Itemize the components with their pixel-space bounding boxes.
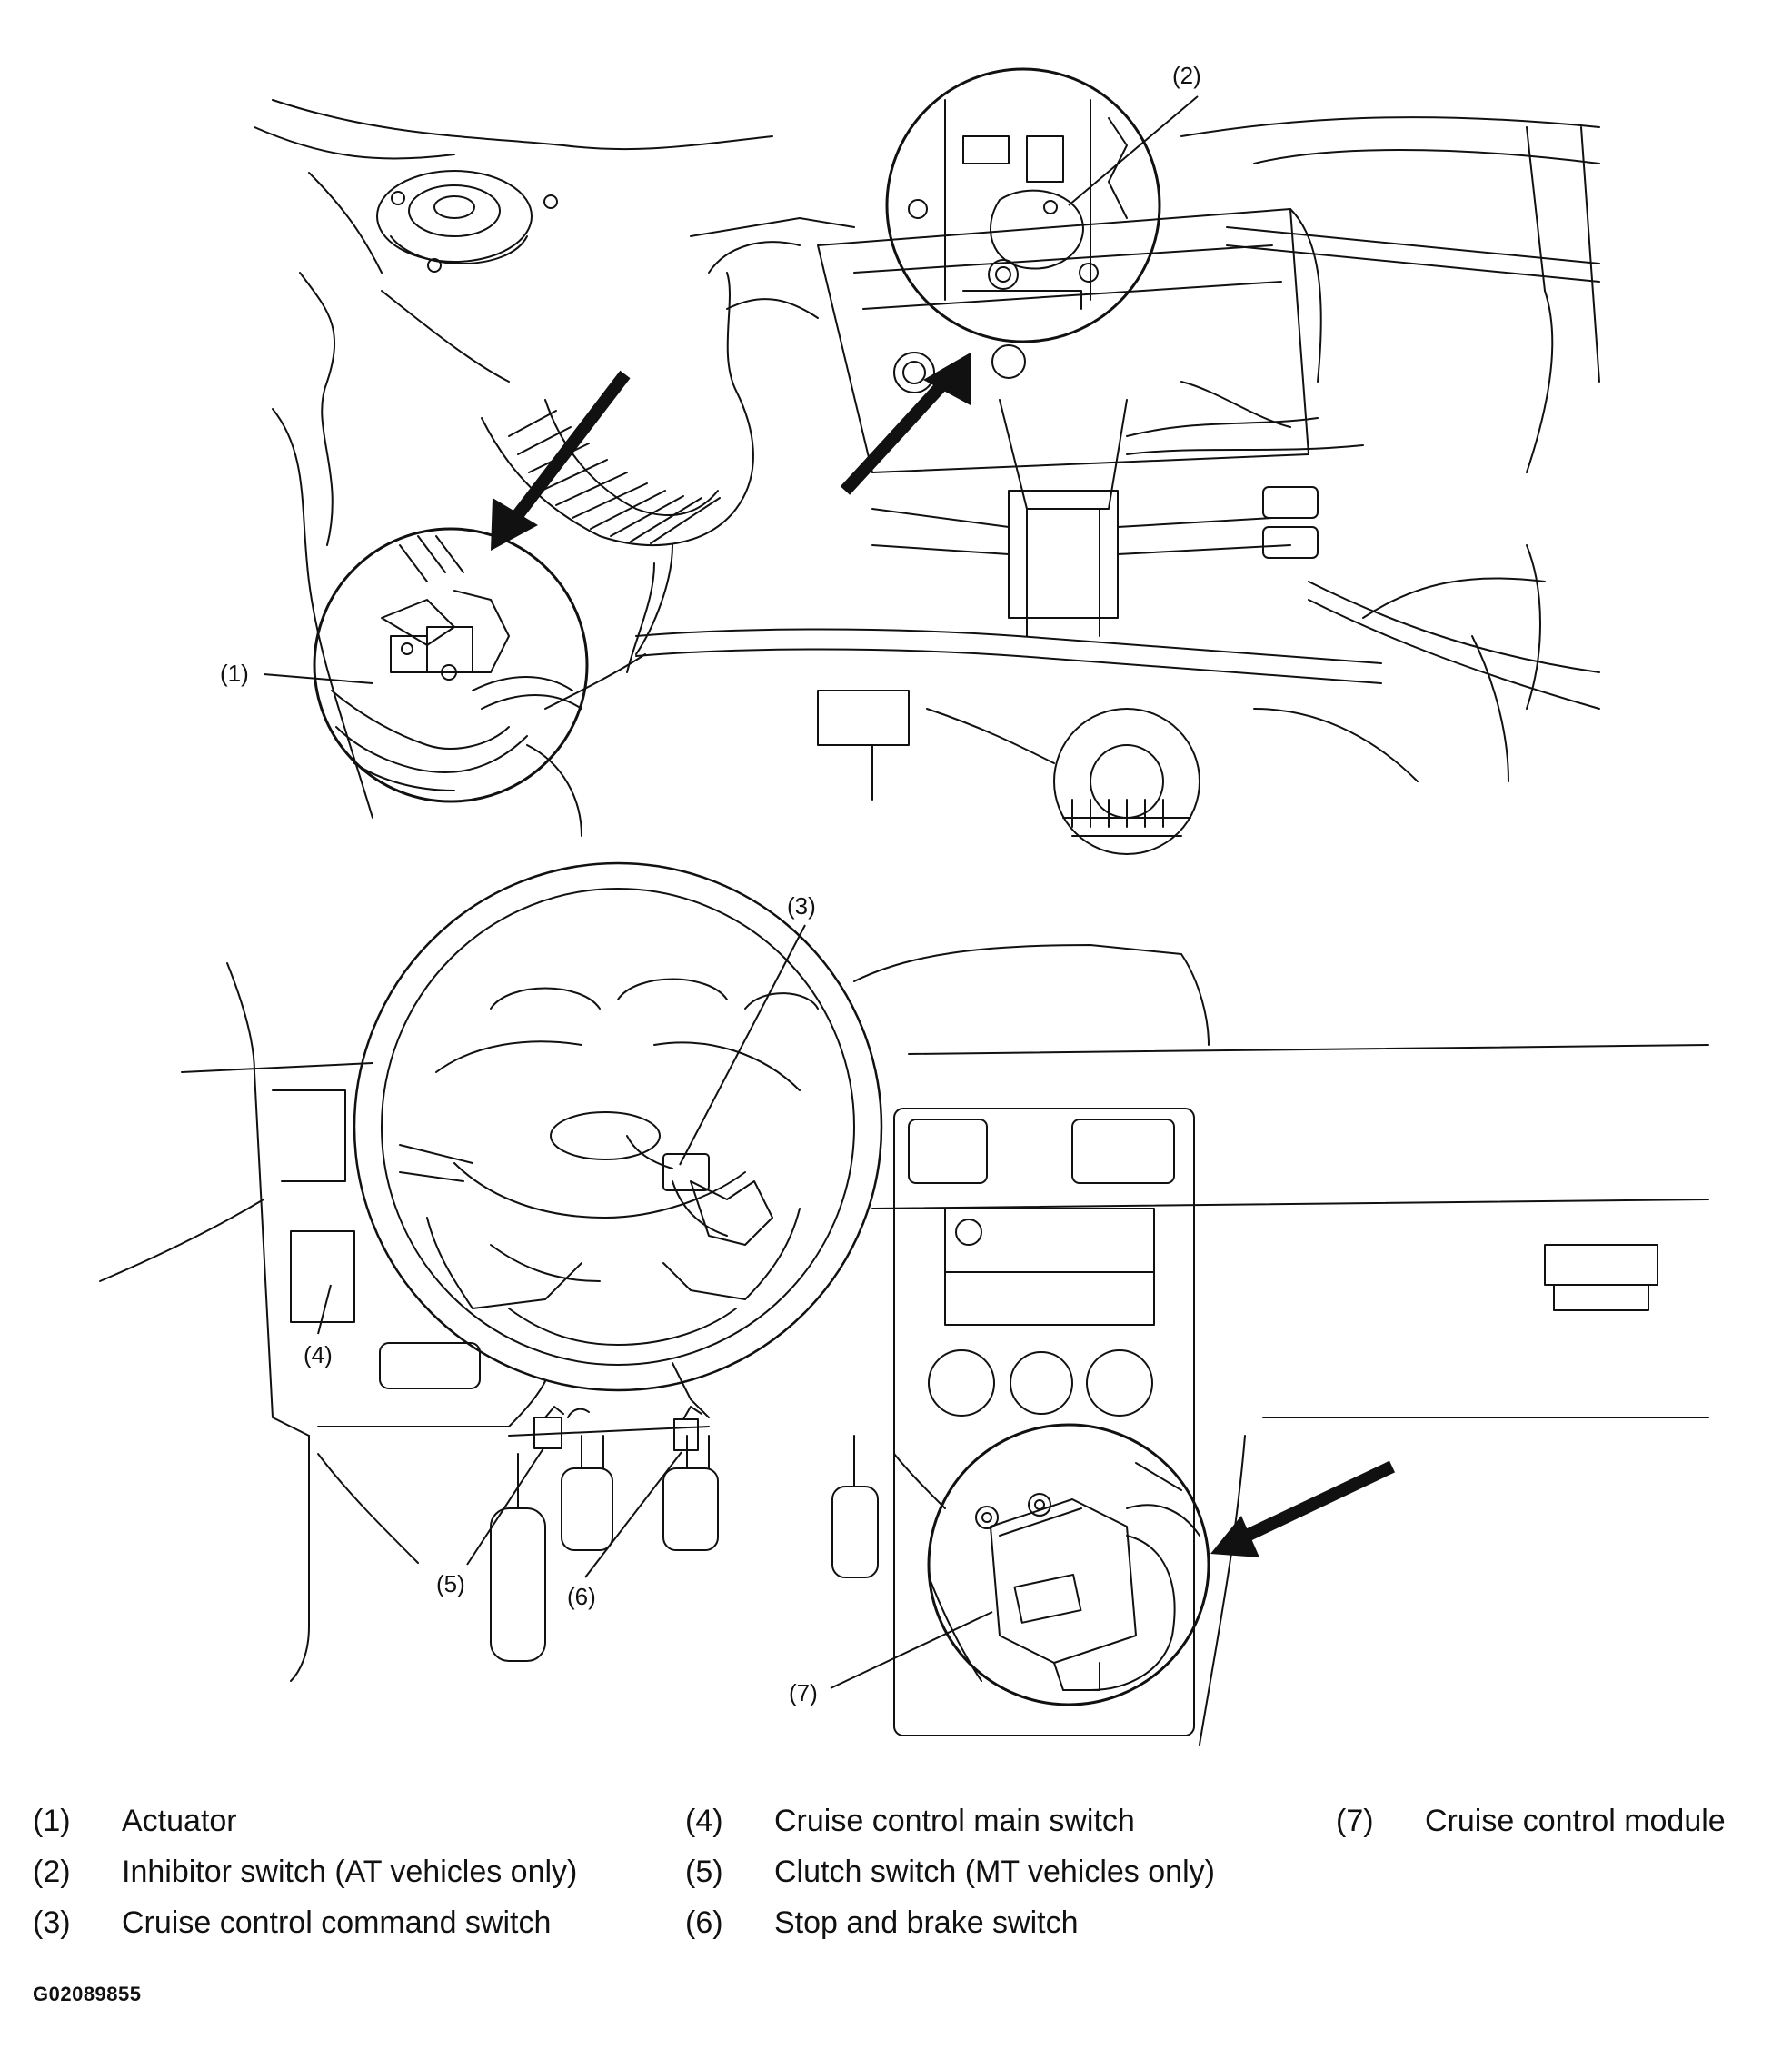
legend-number: (6) xyxy=(685,1905,723,1940)
callout-6: (6) xyxy=(567,1452,682,1610)
svg-text:(5): (5) xyxy=(436,1570,465,1597)
svg-text:(4): (4) xyxy=(304,1341,333,1368)
engine-arrows xyxy=(491,353,971,551)
legend-number: (4) xyxy=(685,1804,723,1838)
legend-label: Cruise control command switch xyxy=(122,1905,552,1940)
legend-number: (1) xyxy=(33,1804,71,1838)
callout-1: (1) xyxy=(220,660,373,687)
legend-number: (7) xyxy=(1336,1804,1374,1838)
legend-label: Clutch switch (MT vehicles only) xyxy=(774,1855,1215,1889)
legend-number: (2) xyxy=(33,1855,71,1889)
callout-5: (5) xyxy=(436,1448,543,1597)
legend-number: (3) xyxy=(33,1905,71,1940)
svg-text:(3): (3) xyxy=(787,892,816,920)
inhibitor-switch-inset xyxy=(887,69,1160,342)
svg-text:(1): (1) xyxy=(220,660,249,687)
module-arrow xyxy=(1210,1467,1392,1557)
legend-number: (5) xyxy=(685,1855,723,1889)
svg-text:(2): (2) xyxy=(1172,62,1201,89)
callout-7: (7) xyxy=(789,1612,992,1706)
engine-compartment-illustration xyxy=(254,100,1599,854)
actuator-inset xyxy=(314,529,587,801)
cruise-control-module-inset xyxy=(929,1425,1209,1705)
callout-2: (2) xyxy=(1069,62,1201,205)
legend-label: Cruise control module xyxy=(1425,1804,1726,1838)
legend-label: Actuator xyxy=(122,1804,237,1838)
legend-label: Stop and brake switch xyxy=(774,1905,1079,1940)
dashboard-illustration xyxy=(100,863,1708,1745)
legend-label: Inhibitor switch (AT vehicles only) xyxy=(122,1855,578,1889)
svg-text:(6): (6) xyxy=(567,1583,596,1610)
legend-label: Cruise control main switch xyxy=(774,1804,1135,1838)
svg-text:(7): (7) xyxy=(789,1679,818,1706)
callout-3: (3) xyxy=(680,892,816,1165)
figure-code: G02089855 xyxy=(33,1983,142,2005)
callout-4: (4) xyxy=(304,1285,333,1368)
